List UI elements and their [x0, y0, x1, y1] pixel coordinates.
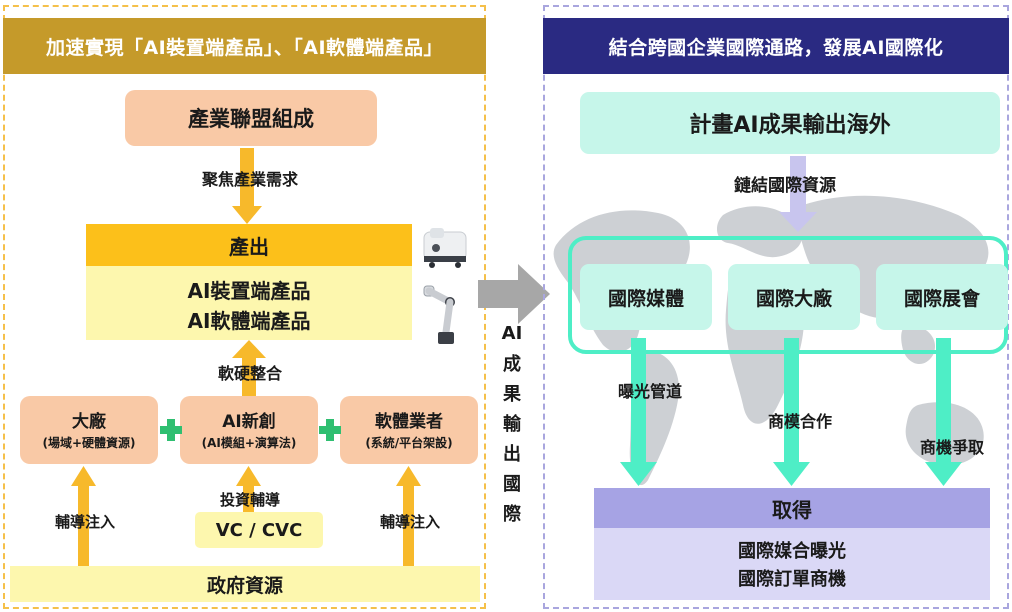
obtain-title: 取得 [594, 488, 990, 528]
vc-box: VC / CVC [195, 512, 323, 548]
guide-left-label: 輔導注入 [54, 512, 115, 531]
right-arrows [620, 156, 962, 486]
obtain-line-1: 國際媒合曝光 [738, 541, 846, 562]
export-char: 輸 [503, 414, 521, 435]
coop-label: 商模合作 [767, 412, 832, 431]
software-title: 軟體業者 [375, 411, 443, 432]
export-char: 國 [503, 474, 521, 495]
expo-box: 國際展會 [876, 264, 1008, 330]
big-factory-sub: (場域+硬體資源) [42, 435, 136, 450]
plan-box: 計畫AI成果輸出海外 [580, 92, 1000, 154]
media-box: 國際媒體 [580, 264, 712, 330]
output-box: AI裝置端產品 AI軟體端產品 [86, 266, 412, 340]
guide-right-label: 輔導注入 [379, 512, 440, 531]
alliance-box: 產業聯盟組成 [125, 90, 377, 146]
plus-icon [319, 419, 341, 441]
biz-label: 商機爭取 [919, 438, 984, 457]
plus-icon [160, 419, 182, 441]
gov-box: 政府資源 [10, 566, 480, 602]
right-header: 結合跨國企業國際通路，發展AI國際化 [543, 18, 1009, 74]
big-factory-box: 大廠 (場域+硬體資源) [20, 396, 158, 464]
left-arrows [71, 148, 421, 567]
obtain-box: 國際媒合曝光 國際訂單商機 [594, 528, 990, 600]
right-panel-border [543, 5, 1009, 609]
export-arrow-icon [478, 264, 550, 324]
export-char: AI [501, 322, 523, 344]
obtain-line-2: 國際訂單商機 [738, 569, 846, 590]
export-char: 果 [503, 384, 521, 405]
factory-box: 國際大廠 [728, 264, 860, 330]
export-char: 際 [503, 504, 521, 525]
ai-startup-title: AI新創 [222, 411, 276, 432]
link-label: 鏈結國際資源 [734, 175, 836, 196]
output-line-2: AI軟體端產品 [187, 308, 311, 333]
ai-startup-sub: (AI模組+演算法) [201, 435, 297, 450]
export-vertical-text: AI 成 果 輸 出 國 際 [497, 318, 527, 528]
robot-arm-icon [423, 285, 455, 344]
left-header: 加速實現「AI裝置端產品」、「AI軟體端產品」 [3, 18, 486, 74]
integrate-label: 軟硬整合 [217, 364, 282, 383]
export-char: 成 [503, 354, 521, 375]
ai-startup-box: AI新創 (AI模組+演算法) [180, 396, 318, 464]
robot-vehicle-icon [423, 228, 467, 268]
software-sub: (系統/平台架設) [365, 435, 453, 450]
export-char: 出 [503, 444, 521, 465]
output-line-1: AI裝置端產品 [187, 278, 311, 303]
output-title: 產出 [86, 224, 412, 266]
invest-label: 投資輔導 [219, 490, 280, 509]
software-box: 軟體業者 (系統/平台架設) [340, 396, 478, 464]
big-factory-title: 大廠 [72, 411, 106, 432]
focus-label: 聚焦產業需求 [201, 170, 298, 189]
exposure-label: 曝光管道 [617, 382, 682, 401]
